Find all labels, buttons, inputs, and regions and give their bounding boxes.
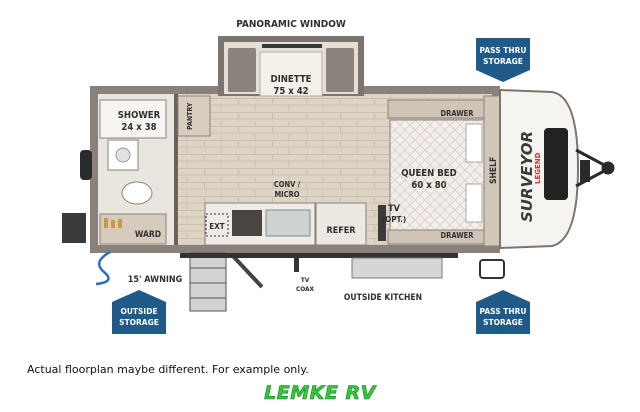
- shower: [99, 99, 167, 139]
- pantry-label: PANTRY: [186, 102, 194, 130]
- tv-label: TV: [388, 204, 401, 214]
- tire-left: [80, 150, 92, 180]
- disclaimer-note: Actual floorplan maybe different. For ex…: [27, 363, 309, 376]
- drawer-top-label: DRAWER: [441, 109, 475, 118]
- queen-bed-label: QUEEN BED: [401, 168, 456, 179]
- outside-kitchen: [351, 257, 443, 279]
- toilet: [121, 181, 153, 205]
- dinette-size: 75 x 42: [273, 86, 308, 97]
- refer-label: REFER: [326, 226, 356, 236]
- awning-bar: [180, 253, 458, 258]
- tv-mount: [378, 205, 386, 241]
- shower-label: SHOWER: [118, 110, 161, 121]
- brand-sub: LEGEND: [534, 152, 542, 184]
- outside-kitchen-label: OUTSIDE KITCHEN: [344, 293, 422, 303]
- conv-micro-label-2: MICRO: [274, 190, 299, 199]
- wardrobe: [99, 213, 167, 245]
- dinette-label: DINETTE: [271, 74, 312, 85]
- front-window: [544, 128, 568, 200]
- shower-size: 24 x 38: [121, 122, 156, 133]
- extinguisher-box: [205, 213, 229, 237]
- svg-text:OUTSIDE: OUTSIDE: [120, 307, 157, 316]
- dinette-table: [259, 51, 323, 97]
- hitch: [575, 148, 615, 188]
- refrigerator: [315, 202, 367, 246]
- svg-text:STORAGE: STORAGE: [483, 57, 523, 66]
- brand-logo: SURVEYOR: [518, 131, 536, 222]
- svg-text:PASS THRU: PASS THRU: [480, 46, 527, 55]
- entry-steps: [189, 252, 227, 312]
- stove: [232, 210, 262, 236]
- dinette-seat-left: [228, 48, 256, 92]
- outside-storage-tag: OUTSIDE STORAGE: [112, 290, 166, 334]
- queen-bed-size: 60 x 80: [411, 180, 446, 191]
- ext-label: EXT: [209, 222, 224, 231]
- tv-opt-label: (OPT.): [382, 215, 406, 224]
- svg-text:STORAGE: STORAGE: [119, 318, 159, 327]
- ward-label: WARD: [135, 230, 161, 240]
- panoramic-window-label: PANORAMIC WINDOW: [236, 19, 346, 30]
- drawer-bottom-label: DRAWER: [441, 231, 475, 240]
- sink-kitchen: [265, 209, 311, 237]
- tv-coax-label-2: COAX: [296, 285, 315, 293]
- awning-label: 15' AWNING: [128, 275, 183, 285]
- floorplan-diagram: SURVEYOR LEGEND PANORAMIC WINDOW DINETTE…: [62, 19, 615, 334]
- rear-jack: [479, 259, 505, 279]
- pantry: [177, 95, 211, 137]
- svg-text:PASS THRU: PASS THRU: [480, 307, 527, 316]
- tv-coax-label: TV: [301, 276, 310, 284]
- pass-thru-storage-tag-top: PASS THRU STORAGE: [476, 38, 530, 82]
- shelf-label: SHELF: [489, 157, 499, 184]
- pass-thru-storage-tag-bottom: PASS THRU STORAGE: [476, 290, 530, 334]
- conv-micro-label: CONV /: [274, 180, 301, 189]
- dealer-logo: LEMKE RV: [264, 382, 376, 405]
- svg-text:STORAGE: STORAGE: [483, 318, 523, 327]
- dinette-seat-right: [326, 48, 354, 92]
- awning-cord: [95, 250, 111, 286]
